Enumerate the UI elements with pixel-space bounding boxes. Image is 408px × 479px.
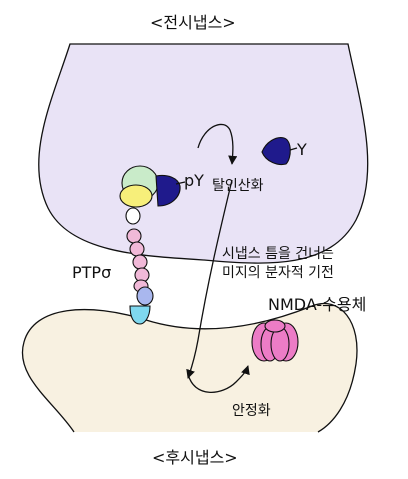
cleft-crossing-arrow [186, 179, 233, 379]
ptp-sigma-protein [119, 165, 181, 325]
phosphorylated-domain [155, 174, 181, 207]
ig-domain-yellow [119, 184, 153, 208]
nmda-receptor-label: NMDA-수용체 [268, 295, 367, 314]
stabilization-label: 안정화 [232, 403, 271, 419]
ig-repeat-1 [126, 228, 142, 244]
ig-repeat-2 [129, 241, 145, 257]
presynaptic-terminal [38, 43, 369, 264]
linker-domain [125, 207, 141, 225]
cleft-mechanism-note: 시냅스 틈을 건너는 미지의 분자적 기전 [222, 246, 334, 281]
fn-repeat [136, 286, 154, 306]
ig-repeat-3 [132, 254, 148, 270]
postsynaptic-terminal [21, 302, 358, 433]
stabilization-arrow [187, 365, 250, 393]
py-connector [175, 181, 186, 185]
dephosphorylation-label: 탈인산화 [212, 178, 264, 194]
y-label: Y [297, 140, 307, 159]
postsynapse-title: <후시냅스> [152, 448, 238, 467]
y-connector [289, 147, 298, 151]
dephosphorylation-arrow [197, 123, 238, 165]
presynapse-title: <전시냅스> [150, 13, 236, 32]
transmembrane-domain [129, 305, 151, 325]
nmda-receptor [251, 319, 299, 362]
py-label: pY [184, 171, 204, 190]
ptp-sigma-label: PTPσ [72, 263, 112, 282]
